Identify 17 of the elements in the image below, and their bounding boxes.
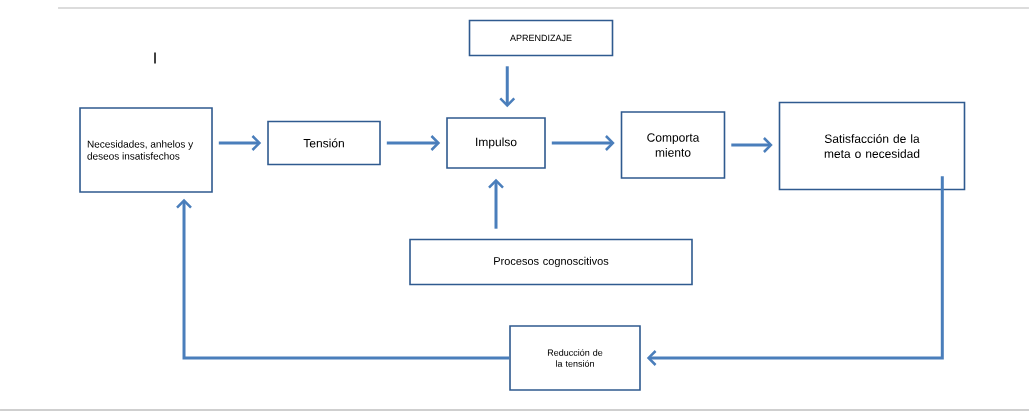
process-box: Satisfacción de la meta o necesidad bbox=[778, 101, 966, 191]
process-box: Procesos cognoscitivos bbox=[409, 238, 693, 286]
process-box: Reducción de la tensión bbox=[509, 325, 641, 391]
arrow bbox=[551, 135, 615, 151]
process-box: Comporta miento bbox=[620, 111, 726, 179]
process-box: Tensión bbox=[267, 120, 381, 166]
text-label: I bbox=[154, 52, 156, 64]
arrow bbox=[646, 176, 944, 366]
arrow bbox=[176, 198, 510, 360]
arrow bbox=[218, 135, 262, 151]
process-box: APRENDIZAJE bbox=[468, 19, 614, 57]
arrow bbox=[499, 66, 516, 108]
process-box: Necesidades, anhelos y deseos insatisfechos bbox=[79, 107, 213, 193]
arrow bbox=[488, 178, 504, 229]
process-box: Impulso bbox=[446, 117, 546, 169]
arrow bbox=[386, 135, 441, 151]
arrow bbox=[731, 137, 773, 153]
